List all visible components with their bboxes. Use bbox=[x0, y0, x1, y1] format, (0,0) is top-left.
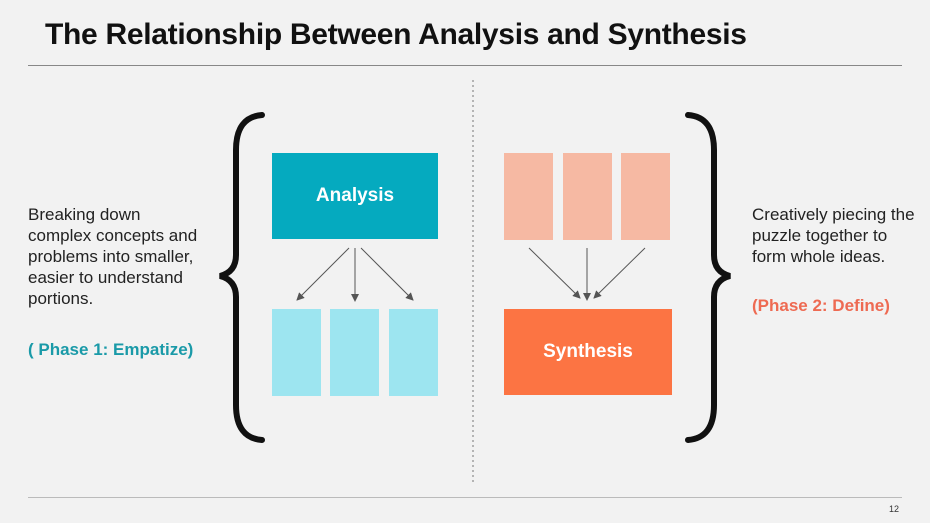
phase-1-label: ( Phase 1: Empatize) bbox=[28, 340, 194, 359]
analysis-description: Breaking down complex concepts and probl… bbox=[28, 205, 198, 308]
analysis-arrow-left bbox=[296, 247, 350, 301]
synthesis-part-3 bbox=[621, 153, 670, 240]
left-brace bbox=[219, 112, 265, 443]
phase-2-label: (Phase 2: Define) bbox=[752, 296, 890, 315]
synthesis-part-1 bbox=[504, 153, 553, 240]
synthesis-arrow-right bbox=[593, 247, 646, 299]
footer-divider bbox=[28, 497, 902, 498]
analysis-part-1 bbox=[272, 309, 321, 396]
page-number: 12 bbox=[888, 504, 899, 514]
analysis-arrow-right bbox=[360, 247, 414, 301]
synthesis-box: Synthesis bbox=[504, 309, 672, 395]
right-brace bbox=[685, 112, 731, 443]
synthesis-label: Synthesis bbox=[543, 341, 633, 362]
analysis-box: Analysis bbox=[272, 153, 438, 239]
analysis-label: Analysis bbox=[315, 185, 395, 206]
synthesis-part-2 bbox=[563, 153, 612, 240]
analysis-part-3 bbox=[389, 309, 438, 396]
analysis-part-2 bbox=[330, 309, 379, 396]
synthesis-arrow-left bbox=[528, 247, 581, 299]
synthesis-description: Creatively piecing the puzzle together t… bbox=[752, 205, 915, 266]
slide-title: The Relationship Between Analysis and Sy… bbox=[45, 18, 747, 51]
title-divider bbox=[28, 65, 902, 66]
